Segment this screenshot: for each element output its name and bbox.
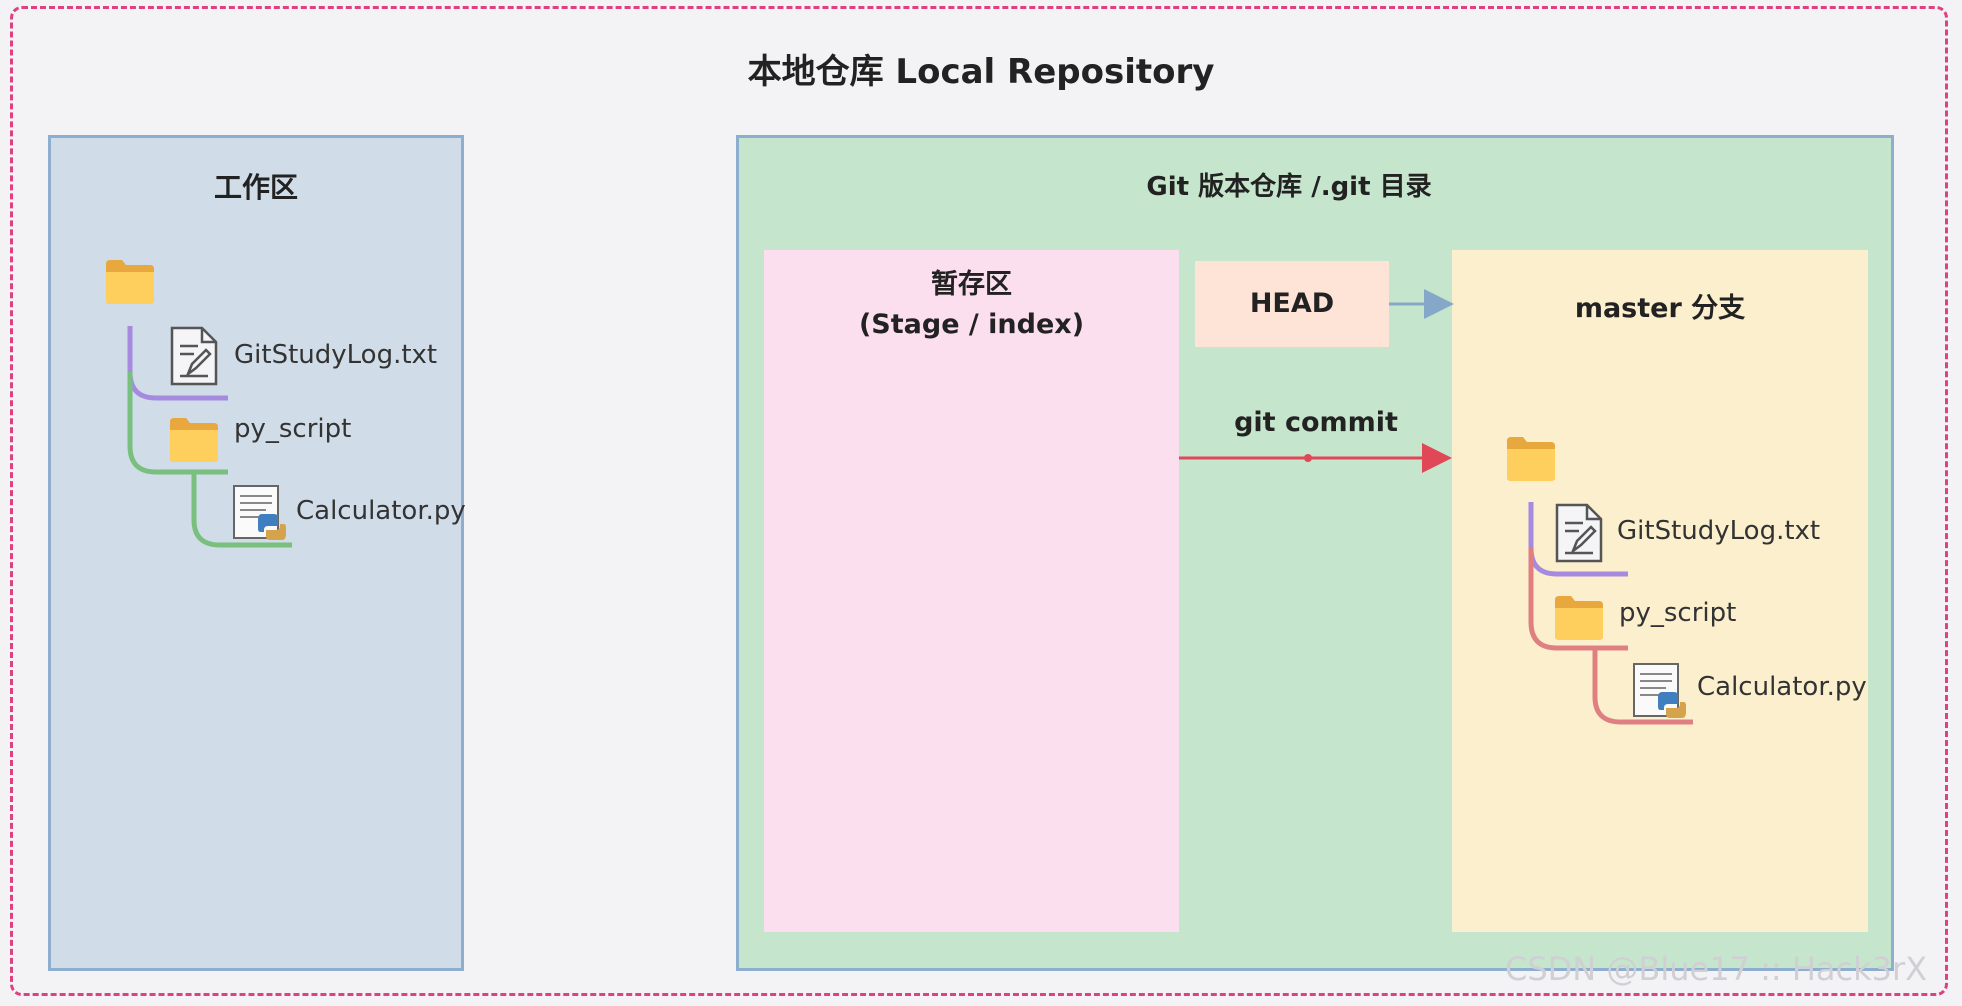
master-python-file-icon bbox=[1633, 663, 1686, 718]
master-tree-line-folder bbox=[1528, 548, 1628, 651]
head-label: HEAD bbox=[1249, 288, 1335, 319]
python-file-icon bbox=[233, 485, 286, 540]
master-tree-line-calc bbox=[1592, 648, 1693, 725]
master-branch-panel: master 分支 bbox=[1452, 250, 1868, 932]
work-file-calculator: Calculator.py bbox=[296, 496, 466, 526]
work-area-title: 工作区 bbox=[213, 171, 298, 204]
master-title: master 分支 bbox=[1574, 293, 1746, 324]
diagram-title: 本地仓库 Local Repository bbox=[747, 52, 1215, 92]
stage-subtitle: (Stage / index) bbox=[858, 309, 1085, 340]
head-pointer: HEAD bbox=[1195, 261, 1389, 347]
master-file-calculator: Calculator.py bbox=[1697, 672, 1867, 702]
master-text-file-icon bbox=[1555, 503, 1603, 563]
work-folder-py-script: py_script bbox=[234, 414, 352, 444]
stage-area-panel: 暂存区 (Stage / index) bbox=[764, 250, 1179, 932]
git-repo-title: Git 版本仓库 /.git 目录 bbox=[1146, 172, 1432, 202]
master-folder-py-script: py_script bbox=[1619, 598, 1737, 628]
local-repository-frame bbox=[10, 6, 1948, 996]
git-commit-arrow-dot bbox=[1304, 454, 1312, 462]
stage-title: 暂存区 bbox=[931, 269, 1012, 300]
root-folder-icon bbox=[106, 260, 154, 304]
text-file-icon bbox=[170, 326, 218, 386]
tree-line-calc bbox=[191, 472, 292, 548]
folder-icon bbox=[170, 418, 218, 462]
watermark: CSDN @Blue17 :: Hack3rX bbox=[1505, 950, 1928, 988]
tree-line-folder bbox=[127, 372, 228, 475]
master-folder-icon bbox=[1555, 596, 1603, 640]
work-file-gitstudylog: GitStudyLog.txt bbox=[234, 340, 438, 370]
git-commit-label: git commit bbox=[1234, 407, 1398, 438]
master-root-folder-icon bbox=[1507, 437, 1555, 481]
master-file-gitstudylog: GitStudyLog.txt bbox=[1617, 516, 1821, 546]
